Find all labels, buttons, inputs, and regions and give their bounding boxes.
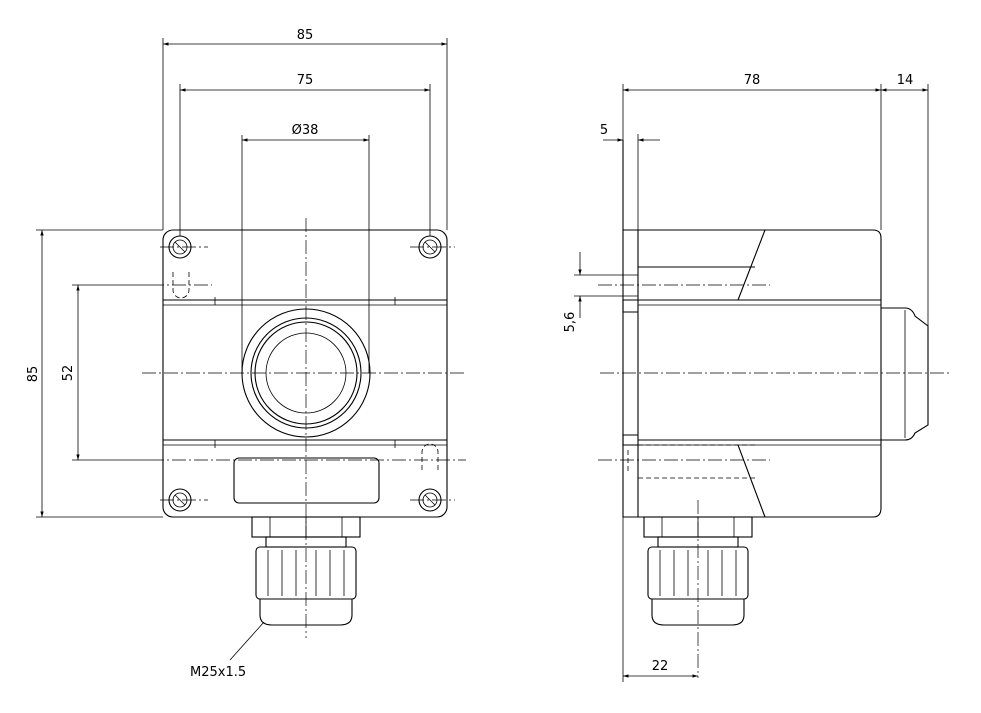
dim-bore-diameter: Ø38 — [292, 123, 319, 138]
dim-overall-width: 85 — [297, 28, 314, 43]
dim-slot-height: 5,6 — [563, 312, 578, 333]
dim-body-depth: 78 — [744, 73, 761, 88]
side-view: 78 14 5 5,6 22 — [563, 73, 950, 682]
front-view: 85 75 Ø38 85 52 M25x1.5 — [26, 28, 466, 680]
side-chamfer-top — [737, 229, 766, 301]
side-body-outline — [622, 229, 882, 518]
housing-outline — [162, 229, 448, 518]
mounting-slot-left — [172, 272, 190, 299]
side-push-button — [881, 307, 929, 441]
label-plate — [233, 457, 380, 504]
dim-vertical-hole-spacing: 52 — [61, 365, 76, 382]
side-chamfer-bottom — [737, 444, 766, 518]
gland-thread-label: M25x1.5 — [190, 665, 246, 680]
mounting-slot-right — [421, 443, 439, 470]
dim-hole-spacing: 75 — [297, 73, 314, 88]
dim-gland-position: 22 — [652, 659, 669, 674]
dim-lid-offset: 5 — [600, 123, 608, 138]
dim-button-protrusion: 14 — [897, 73, 914, 88]
dim-overall-height: 85 — [26, 366, 41, 383]
